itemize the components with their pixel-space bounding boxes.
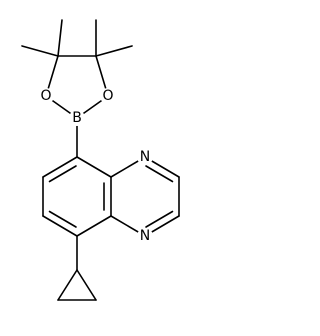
bond-c4a-c5: [76, 156, 112, 178]
atom-n4-label: N: [140, 228, 150, 244]
bond-methyl-1: [21, 45, 59, 57]
atom-boron: B: [69, 110, 85, 126]
bond-cyclopropyl-3: [76, 269, 97, 301]
atom-o2-label: O: [102, 88, 113, 104]
bond-double-c5-c6: [48, 165, 77, 183]
bond-double-c7-c8: [48, 210, 77, 228]
atom-o1: O: [38, 88, 54, 104]
atom-boron-label: B: [72, 110, 82, 126]
bond-c5-c6: [42, 156, 78, 178]
atom-o1-label: O: [40, 88, 51, 104]
atom-n1: N: [137, 149, 153, 165]
bond-double-c3-n4: [145, 210, 174, 228]
bond-methyl-4: [95, 45, 133, 57]
bond-methyl-2: [57, 19, 63, 57]
bond-double-n1-c2: [145, 165, 174, 183]
bond-c8-c8a: [76, 215, 112, 237]
bond-cyclopropyl-1: [57, 269, 78, 301]
atom-n1-label: N: [140, 149, 150, 165]
bond-c7-c8: [42, 215, 78, 237]
atom-n4: N: [137, 228, 153, 244]
chemical-structure: O O B N N: [21, 19, 180, 301]
atom-o2: O: [100, 88, 116, 104]
